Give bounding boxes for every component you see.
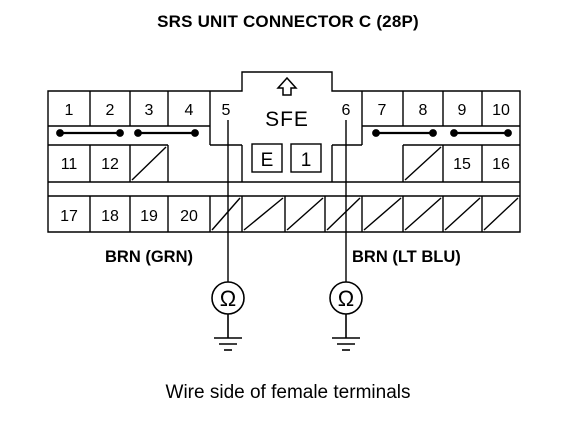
terminal-1: 1 <box>65 102 74 119</box>
ohmmeter-icon: Ω <box>211 281 245 315</box>
terminal-8: 8 <box>419 102 428 119</box>
ohmmeter-icon: Ω <box>329 281 363 315</box>
terminal-19: 19 <box>140 208 158 225</box>
terminal-17: 17 <box>60 208 78 225</box>
terminal-9: 9 <box>458 102 467 119</box>
terminal-5: 5 <box>222 102 231 119</box>
ohm-symbol: Ω <box>338 286 354 311</box>
diagram-caption: Wire side of female terminals <box>165 382 411 403</box>
terminal-15: 15 <box>453 156 471 173</box>
ground-icon <box>214 314 242 351</box>
terminal-10: 10 <box>492 102 510 119</box>
terminal-20: 20 <box>180 208 198 225</box>
lock-label-e: E <box>261 150 274 171</box>
up-arrow-icon <box>276 76 298 96</box>
ohm-symbol: Ω <box>220 286 236 311</box>
terminal-16: 16 <box>492 156 510 173</box>
terminal-4: 4 <box>185 102 194 119</box>
terminal-6: 6 <box>342 102 351 119</box>
terminal-18: 18 <box>101 208 119 225</box>
terminal-12: 12 <box>101 156 119 173</box>
wire-label-right: BRN (LT BLU) <box>352 248 461 266</box>
terminal-7: 7 <box>378 102 387 119</box>
lock-label-1: 1 <box>301 150 312 171</box>
diagram-title: SRS UNIT CONNECTOR C (28P) <box>157 12 419 31</box>
connector-marker: SFE <box>265 108 309 131</box>
terminal-11: 11 <box>61 156 78 173</box>
terminal-3: 3 <box>145 102 154 119</box>
ground-icon <box>332 314 360 351</box>
terminal-2: 2 <box>106 102 115 119</box>
wire-label-left: BRN (GRN) <box>105 248 193 266</box>
